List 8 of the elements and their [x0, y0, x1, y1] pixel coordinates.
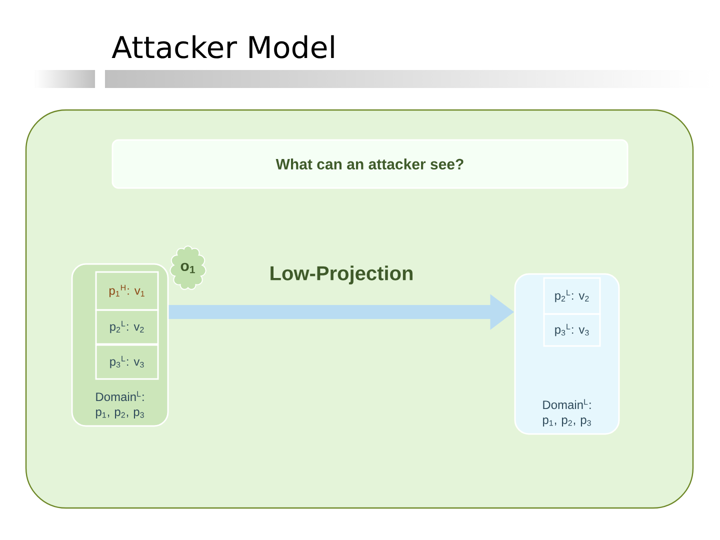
edge-label: Low-Projection: [270, 266, 412, 284]
memory-cell: p$_{3}$$^{L}$: v$_{3}$: [95, 344, 159, 380]
memory-cell: p$_{1}$$^{H}$: v$_{1}$: [95, 271, 159, 311]
memory-cell: p$_{2}$$^{L}$: v$_{2}$: [95, 309, 159, 345]
memory-cell: p$_{3}$$^{L}$: v$_{3}$: [543, 313, 601, 347]
question-box: What can an attacker see?: [112, 139, 628, 189]
slide-title: Attacker Model: [112, 35, 334, 58]
memory-cell: p$_{2}$$^{L}$: v$_{2}$: [543, 277, 601, 315]
